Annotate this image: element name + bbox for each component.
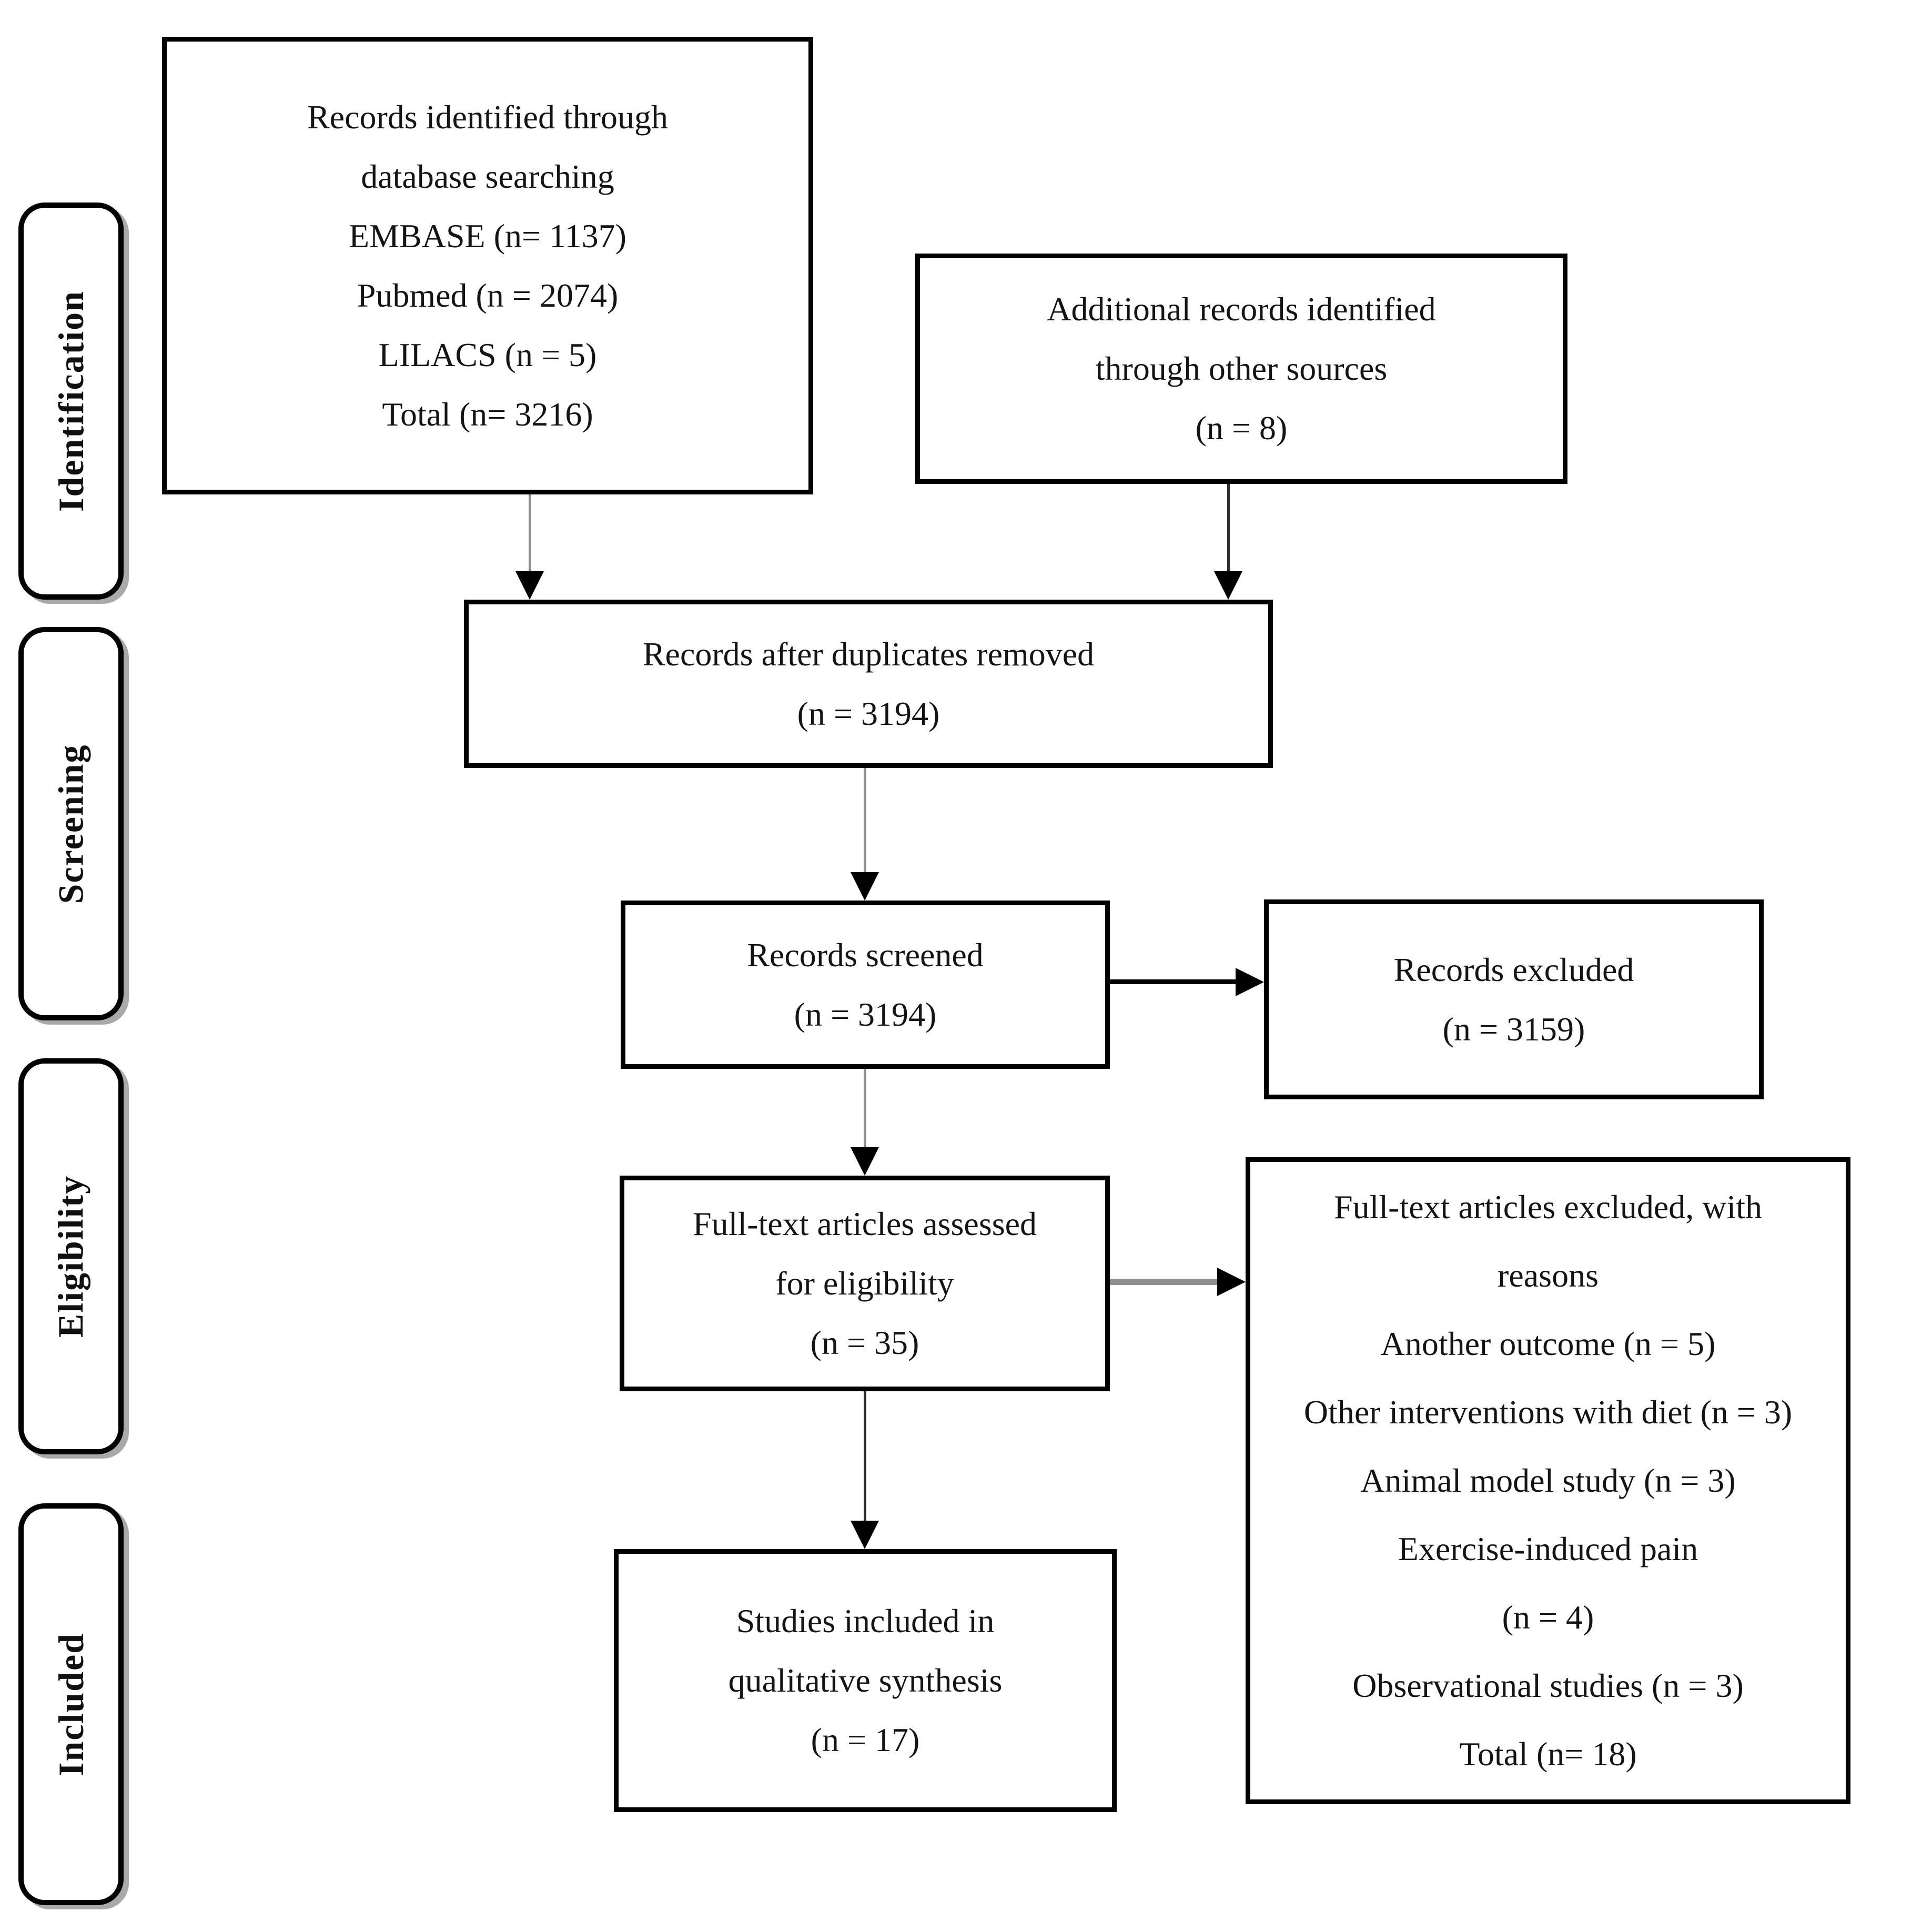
text-line: (n = 8) (1195, 409, 1288, 447)
text-line: reasons (1498, 1257, 1599, 1294)
text-line: (n = 35) (810, 1324, 919, 1361)
stage-included: Included (18, 1503, 124, 1905)
text-line: database searching (361, 157, 614, 195)
text-line: (n = 3194) (794, 995, 937, 1033)
arrow-dbsearch-to-duplicates-head (515, 571, 544, 600)
text-line: Studies included in (736, 1602, 995, 1640)
text-line: Observational studies (n = 3) (1352, 1667, 1744, 1704)
box-fulltext-excluded-reasons: Full-text articles excluded, with reason… (1246, 1157, 1850, 1804)
arrow-fulltext-to-included-line (864, 1391, 866, 1522)
text-line: (n = 3159) (1442, 1010, 1585, 1048)
arrow-othersources-to-duplicates-line (1227, 484, 1230, 573)
text-line: Exercise-induced pain (1398, 1530, 1698, 1567)
text-line: (n = 17) (811, 1721, 920, 1758)
text-line: Additional records identified (1047, 290, 1436, 328)
arrow-screened-to-excluded-line (1110, 979, 1239, 984)
stage-identification: Identification (18, 203, 124, 600)
text-line: EMBASE (n= 1137) (349, 217, 626, 255)
text-line: Total (n= 3216) (382, 395, 593, 433)
text-line: Animal model study (n = 3) (1360, 1462, 1736, 1499)
arrow-dbsearch-to-duplicates-line (529, 494, 531, 573)
box-studies-included: Studies included in qualitative synthesi… (614, 1549, 1117, 1812)
text-line: Another outcome (n = 5) (1380, 1325, 1716, 1362)
text-line: LILACS (n = 5) (378, 336, 597, 373)
box-other-sources: Additional records identified through ot… (915, 254, 1567, 484)
arrow-fulltext-to-reasons-head (1217, 1268, 1246, 1296)
arrow-othersources-to-duplicates-head (1214, 571, 1242, 600)
stage-screening: Screening (18, 627, 124, 1020)
stage-screening-label: Screening (50, 744, 91, 904)
text-line: Records excluded (1393, 950, 1634, 988)
stage-included-label: Included (50, 1632, 91, 1776)
box-duplicates-removed: Records after duplicates removed (n = 31… (464, 600, 1273, 768)
text-line: Full-text articles excluded, with (1334, 1188, 1762, 1226)
box-fulltext-assessed: Full-text articles assessed for eligibil… (620, 1176, 1110, 1391)
text-line: Records screened (747, 936, 984, 974)
arrow-fulltext-to-reasons-line (1110, 1279, 1220, 1285)
text-line: (n = 3194) (797, 694, 940, 732)
arrow-screened-to-fulltext-line (864, 1069, 866, 1149)
text-line: Records after duplicates removed (642, 635, 1095, 673)
box-records-excluded: Records excluded (n = 3159) (1264, 899, 1764, 1099)
text-line: qualitative synthesis (728, 1662, 1003, 1699)
stage-identification-label: Identification (50, 290, 91, 512)
stage-eligibility: Eligibility (18, 1058, 124, 1454)
box-records-screened: Records screened (n = 3194) (621, 901, 1110, 1069)
text-line: Records identified through (307, 98, 669, 136)
text-line: for eligibility (775, 1265, 954, 1302)
text-line: Other interventions with diet (n = 3) (1303, 1393, 1793, 1431)
arrow-fulltext-to-included-head (851, 1521, 879, 1549)
arrow-duplicates-to-screened-head (851, 872, 879, 901)
text-line: Full-text articles assessed (692, 1205, 1037, 1242)
arrow-screened-to-fulltext-head (851, 1147, 879, 1176)
stage-eligibility-label: Eligibility (50, 1175, 91, 1338)
text-line: Pubmed (n = 2074) (357, 276, 619, 314)
text-line: Total (n= 18) (1459, 1735, 1637, 1773)
text-line: through other sources (1095, 350, 1388, 387)
box-database-search: Records identified through database sear… (162, 37, 813, 494)
arrow-duplicates-to-screened-line (864, 768, 866, 873)
arrow-screened-to-excluded-head (1236, 968, 1264, 996)
text-line: (n = 4) (1502, 1599, 1594, 1636)
